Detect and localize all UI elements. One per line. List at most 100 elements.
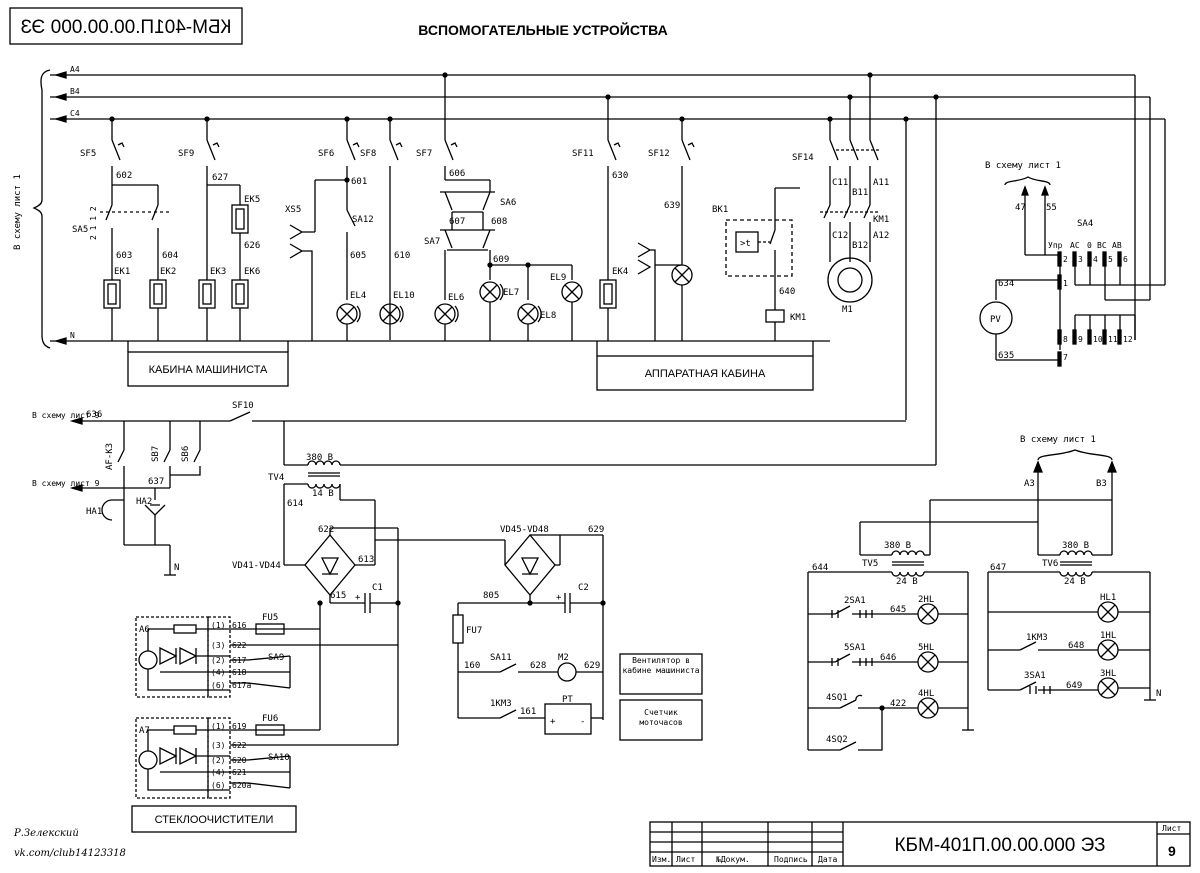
pt-minus: - bbox=[580, 717, 585, 727]
b11-label: B11 bbox=[852, 188, 868, 198]
1hl-label: 1HL bbox=[1100, 631, 1116, 641]
sq1-label: 4SQ1 bbox=[826, 693, 848, 703]
wiper-a7: A7 FU6 SA10 (1) (3) (2) (4) (6) 619 622 … bbox=[135, 690, 399, 799]
wire-604: 604 bbox=[162, 251, 178, 261]
wire-644: 644 bbox=[812, 563, 828, 573]
sb7-label: SB7 bbox=[151, 446, 161, 462]
bk1-relay-symbol: >t bbox=[740, 239, 751, 249]
wire-636: 636 bbox=[86, 410, 102, 420]
sa4-c9: 9 bbox=[1078, 335, 1083, 344]
hl2-label: 2HL bbox=[918, 595, 934, 605]
a6-pin4: (4) bbox=[211, 668, 225, 677]
sheet1-ref-vertical: В схему лист 1 bbox=[13, 174, 23, 250]
sa4-c10: 10 bbox=[1093, 335, 1103, 344]
vent-box-label: Вентилятор в кабине машиниста bbox=[622, 656, 700, 675]
pt-label: PT bbox=[562, 695, 573, 705]
author-link[interactable]: vk.com/club14123318 bbox=[14, 848, 126, 859]
tv6-primary: 380 В bbox=[1062, 541, 1089, 551]
a6-pin1: (1) bbox=[211, 621, 225, 630]
sa4-c8: 8 bbox=[1063, 335, 1068, 344]
sf9-label: SF9 bbox=[178, 149, 194, 159]
sa4-c1: 1 bbox=[1063, 279, 1068, 288]
tv4-secondary-voltage: 14 В bbox=[312, 489, 334, 499]
location-boxes: КАБИНА МАШИНИСТА АППАРАТНАЯ КАБИНА bbox=[127, 341, 814, 391]
b12-label: B12 bbox=[852, 241, 868, 251]
m1-label: M1 bbox=[842, 305, 853, 315]
hl5-label: 5HL bbox=[918, 643, 934, 653]
sa3-1-label: 3SA1 bbox=[1024, 671, 1046, 681]
vent-box bbox=[619, 653, 703, 695]
wire-637: 637 bbox=[148, 477, 164, 487]
wire-622: 622 bbox=[318, 525, 334, 535]
wire-607: 607 bbox=[449, 217, 465, 227]
vd45-label: VD45-VD48 bbox=[500, 525, 549, 535]
sa5-1-label: 5SA1 bbox=[844, 643, 866, 653]
horn-circuit: В схему лист 9 В схему лист 9 636 SF10 A… bbox=[32, 401, 906, 576]
wire-645: 645 bbox=[890, 605, 906, 615]
mirrored-code-stamp: КБМ-401П.00.00.000 ЭЗ bbox=[9, 7, 243, 45]
ek2-label: EK2 bbox=[160, 267, 176, 277]
wire-161: 161 bbox=[520, 707, 536, 717]
sf10-label: SF10 bbox=[232, 401, 254, 411]
wire-422: 422 bbox=[890, 699, 906, 709]
counter-box-label: Счетчик моточасов bbox=[639, 708, 683, 727]
sf11-label: SF11 bbox=[572, 149, 594, 159]
wire-620: 620 bbox=[232, 756, 247, 765]
wire-629: 629 bbox=[588, 525, 604, 535]
el10-label: EL10 bbox=[393, 291, 415, 301]
wire-47: 47 bbox=[1015, 203, 1026, 213]
wire-602: 602 bbox=[116, 171, 132, 181]
wire-621: 621 bbox=[232, 768, 247, 777]
tb-col-signature: Подпись bbox=[774, 855, 808, 864]
km1-coil-label: KM1 bbox=[790, 313, 806, 323]
tb-col-docnum: №Докум. bbox=[715, 855, 750, 864]
wire-614: 614 bbox=[287, 499, 303, 509]
a3-label: A3 bbox=[1024, 479, 1035, 489]
sa4-c12: 12 bbox=[1123, 335, 1133, 344]
wire-640: 640 bbox=[779, 287, 795, 297]
sa10-label: SA10 bbox=[268, 753, 290, 763]
sb6-label: SB6 bbox=[181, 446, 191, 462]
a7-pin4: (4) bbox=[211, 768, 225, 777]
wire-615: 615 bbox=[330, 591, 346, 601]
sa5-positions: 2 1 1 2 bbox=[89, 206, 98, 240]
doc-code: КБМ-401П.00.00.000 ЭЗ bbox=[894, 835, 1105, 856]
fu5-label: FU5 bbox=[262, 613, 278, 623]
wire-805: 805 bbox=[483, 591, 499, 601]
counter-box-fo: Счетчик моточасов bbox=[639, 708, 683, 727]
km3-label: 1KM3 bbox=[490, 699, 512, 709]
afk3-label: AF-K3 bbox=[105, 443, 115, 470]
m2-label: M2 bbox=[558, 653, 569, 663]
hl3-label: 3HL bbox=[1100, 669, 1116, 679]
wire-635: 635 bbox=[998, 351, 1014, 361]
sa12-label: SA12 bbox=[352, 215, 374, 225]
sa4-c2: 2 bbox=[1063, 255, 1068, 264]
wire-649: 649 bbox=[1066, 681, 1082, 691]
sa4-c4: 4 bbox=[1093, 255, 1098, 264]
wire-628: 628 bbox=[530, 661, 546, 671]
sa4-bottom-contacts: 8 9 10 11 12 7 bbox=[1057, 329, 1133, 367]
hl1-label: HL1 bbox=[1100, 593, 1116, 603]
sa4-top-contacts: 2 3 4 5 6 1 bbox=[1057, 251, 1128, 290]
ha1-label: HA1 bbox=[86, 507, 102, 517]
wire-603: 603 bbox=[116, 251, 132, 261]
vent-box-fo: Вентилятор в кабине машиниста bbox=[622, 656, 700, 675]
tv4-primary-voltage: 380 В bbox=[306, 453, 333, 463]
a7-pin2: (2) bbox=[211, 756, 225, 765]
tv6-label: TV6 bbox=[1042, 559, 1058, 569]
sa4-c7: 7 bbox=[1063, 353, 1068, 362]
sf8-label: SF8 bbox=[360, 149, 376, 159]
sheet1-ref-sa4: В схему лист 1 bbox=[985, 161, 1061, 171]
wire-620a: 620а bbox=[232, 781, 251, 790]
app-cab-heater: 630 639 EK4 bbox=[599, 171, 693, 341]
breakers: SF5 SF9 SF6 SF8 SF7 SF11 SF12 SF14 bbox=[80, 139, 880, 340]
wire-629b: 629 bbox=[584, 661, 600, 671]
sf14-label: SF14 bbox=[792, 153, 814, 163]
wire-648: 648 bbox=[1068, 641, 1084, 651]
sa6-label: SA6 bbox=[500, 198, 516, 208]
heater-ek3-ek6: 627 EK5 626 EK3 EK6 bbox=[198, 173, 260, 341]
sa4-pos-ac: АС bbox=[1070, 241, 1080, 250]
sa4-pos-bc: ВС bbox=[1097, 241, 1107, 250]
wire-606: 606 bbox=[449, 169, 465, 179]
sf6-label: SF6 bbox=[318, 149, 334, 159]
